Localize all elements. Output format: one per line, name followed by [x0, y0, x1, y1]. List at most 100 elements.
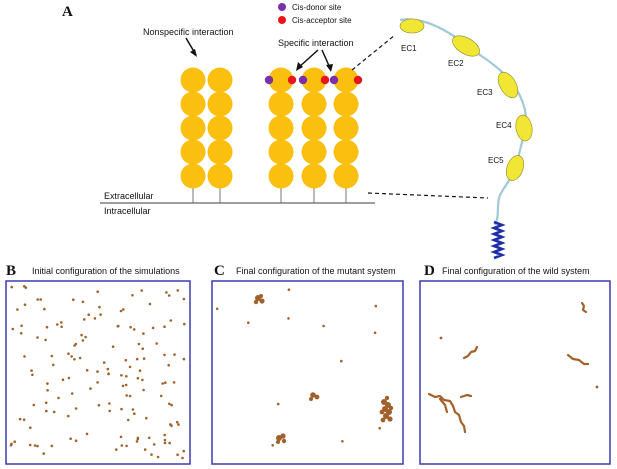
- particle-b: [56, 323, 59, 326]
- particle-b: [50, 354, 54, 358]
- panel-d-frame: [419, 280, 611, 465]
- particle-b: [135, 440, 139, 443]
- particle-b: [11, 327, 15, 331]
- intracellular-label: Intracellular: [104, 206, 151, 216]
- panel-d: D Final configuration of the wild system: [419, 263, 611, 465]
- particle-b: [10, 442, 13, 446]
- particle-b: [163, 353, 166, 357]
- ec5-ribbon: [505, 155, 525, 181]
- particle-b: [108, 402, 111, 405]
- cadherin-bead: [333, 67, 359, 93]
- particle-b: [74, 407, 78, 410]
- cadherin-bead: [207, 67, 233, 93]
- particle-b: [169, 423, 172, 426]
- cadherin-bead: [180, 91, 206, 117]
- particle-b: [164, 381, 167, 385]
- particle-b: [120, 374, 123, 377]
- particle-b: [36, 336, 39, 339]
- domain-label-ec2: EC2: [448, 59, 464, 68]
- particle-b: [87, 313, 90, 317]
- particle-b: [73, 344, 76, 347]
- cadherin-bead: [333, 115, 359, 141]
- particle-b: [119, 309, 123, 313]
- particle-b: [176, 289, 180, 292]
- particle-c: [271, 444, 275, 447]
- particle-b: [111, 345, 115, 349]
- cadherin-bead: [207, 115, 233, 141]
- particle-b: [97, 403, 101, 407]
- cis-donor-site: [264, 75, 274, 85]
- particle-b: [128, 394, 132, 398]
- particle-b: [83, 318, 86, 321]
- panel-a: A Cis-donor site Cis-acceptor site Nonsp…: [62, 3, 533, 260]
- cadherin-bead: [301, 163, 327, 189]
- particle-b: [67, 376, 71, 380]
- particle-b: [183, 322, 186, 326]
- particle-b: [57, 396, 60, 400]
- specific-arrowhead-right: [326, 64, 333, 72]
- particle-b: [93, 317, 97, 320]
- particle-b: [24, 286, 28, 289]
- particle-b: [142, 357, 146, 360]
- particle-c: [340, 359, 343, 363]
- particle-b: [85, 369, 89, 372]
- particle-b: [80, 333, 83, 337]
- particle-b: [141, 347, 144, 351]
- particle-b: [96, 370, 99, 373]
- domain-label-ec1: EC1: [401, 44, 417, 53]
- particle-b: [23, 303, 27, 307]
- particle-b: [46, 389, 49, 392]
- particle-b: [145, 416, 148, 420]
- particle-c: [287, 288, 291, 292]
- particle-b: [18, 417, 22, 421]
- particle-b: [167, 363, 170, 367]
- legend-acceptor-dot: [278, 16, 286, 24]
- particle-b: [20, 324, 23, 328]
- particle-b: [165, 291, 168, 294]
- cadherin-bead: [268, 163, 294, 189]
- particle-b: [138, 369, 142, 373]
- particle-b: [85, 432, 89, 436]
- panel-d-filaments: [427, 301, 590, 434]
- cadherin-bead: [268, 115, 294, 141]
- cadherin-columns: [180, 67, 363, 203]
- particle-b: [60, 325, 63, 329]
- particle-b: [135, 357, 139, 361]
- particle-c: [247, 321, 250, 325]
- particle-b: [19, 332, 23, 335]
- particle-c: [276, 402, 280, 406]
- particle-b: [125, 394, 128, 397]
- particle-b: [45, 409, 48, 413]
- cadherin-bead: [207, 139, 233, 165]
- particle-b: [181, 456, 184, 460]
- particle-b: [124, 383, 128, 387]
- particle-b: [96, 381, 99, 384]
- panel-c-letter: C: [214, 263, 225, 279]
- ec1-ribbon: [399, 18, 425, 34]
- panel-c-title: Final configuration of the mutant system: [236, 266, 396, 276]
- particle-b: [128, 365, 132, 369]
- filament-d4: [427, 392, 473, 434]
- particle-c: [374, 304, 378, 308]
- particle-b: [141, 378, 144, 382]
- cadherin-bead: [268, 67, 294, 93]
- particle-b: [148, 302, 152, 306]
- cadherin-bead: [180, 115, 206, 141]
- particle-b: [142, 388, 145, 392]
- particle-b: [46, 382, 49, 385]
- ec3-ribbon: [497, 71, 519, 99]
- particle-b: [156, 455, 160, 459]
- particle-c: [322, 324, 325, 328]
- particle-b: [61, 378, 65, 382]
- panel-c-clusters: [253, 294, 394, 444]
- cadherin-bead: [301, 115, 327, 141]
- particle-c: [215, 307, 219, 311]
- particle-b: [36, 298, 39, 301]
- legend-acceptor-label: Cis-acceptor site: [292, 16, 352, 25]
- particle-b: [140, 289, 143, 292]
- panel-d-title: Final configuration of the wild system: [442, 266, 590, 276]
- particle-b: [28, 443, 32, 447]
- connector-bottom: [367, 192, 489, 199]
- panel-b-letter: B: [6, 263, 16, 279]
